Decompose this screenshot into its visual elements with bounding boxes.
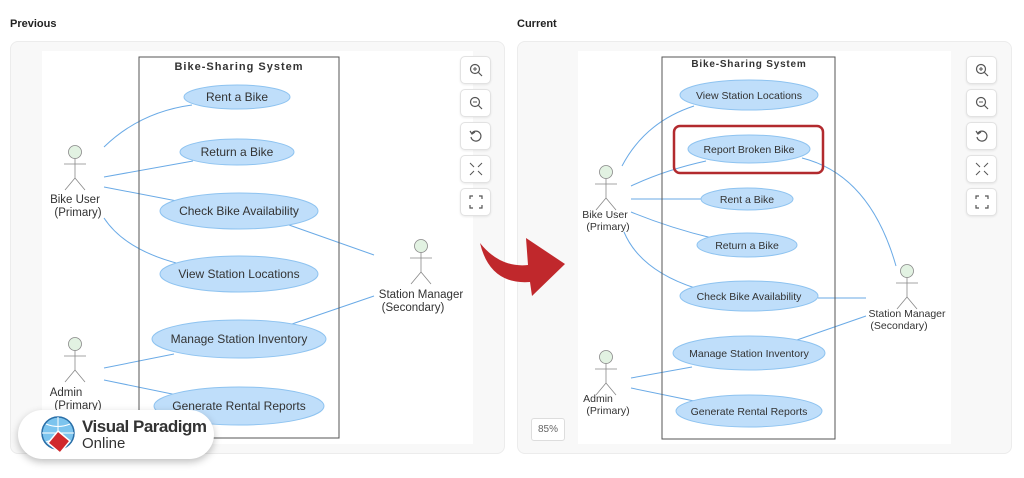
svg-text:Report Broken Bike: Report Broken Bike <box>703 144 794 156</box>
svg-text:Generate Rental Reports: Generate Rental Reports <box>691 406 808 418</box>
svg-text:Manage Station Inventory: Manage Station Inventory <box>171 332 308 346</box>
association-line <box>630 160 707 187</box>
system-title: Bike-Sharing System <box>174 61 303 73</box>
previous-canvas <box>42 51 473 444</box>
visual-paradigm-logo: Visual Paradigm Online <box>18 410 214 459</box>
actor-station-manager[interactable]: Station Manager(Secondary) <box>868 264 946 333</box>
actor-station-manager[interactable]: Station Manager(Secondary) <box>379 239 464 315</box>
reset-icon <box>469 130 482 142</box>
svg-text:Station Manager: Station Manager <box>379 289 464 301</box>
fit-button[interactable] <box>460 155 491 183</box>
association-line <box>103 379 178 396</box>
use-case[interactable]: Check Bike Availability <box>159 192 319 230</box>
svg-text:View Station Locations: View Station Locations <box>178 267 299 281</box>
association-line <box>801 157 897 267</box>
svg-text:Generate Rental Reports: Generate Rental Reports <box>172 399 305 413</box>
svg-text:Check Bike Availability: Check Bike Availability <box>697 291 803 303</box>
zoom-out-icon <box>975 96 988 110</box>
use-case[interactable]: Return a Bike <box>696 232 798 258</box>
reset-button[interactable] <box>460 122 491 150</box>
svg-text:Return a Bike: Return a Bike <box>715 240 779 252</box>
zoom-out-button[interactable] <box>966 89 997 117</box>
svg-text:View Station Locations: View Station Locations <box>696 90 802 102</box>
use-case[interactable]: Manage Station Inventory <box>151 319 327 359</box>
reset-icon <box>975 130 988 142</box>
svg-text:Bike User: Bike User <box>582 209 628 221</box>
system-title: Bike-Sharing System <box>691 59 806 70</box>
globe-logo-icon <box>41 416 75 455</box>
association-line <box>630 211 713 239</box>
fullscreen-button[interactable] <box>460 188 491 216</box>
fit-icon <box>469 162 482 176</box>
svg-text:(Primary): (Primary) <box>54 207 101 219</box>
association-line <box>103 104 193 148</box>
use-case[interactable]: Check Bike Availability <box>679 280 819 312</box>
svg-text:Manage Station Inventory: Manage Station Inventory <box>689 348 809 360</box>
use-case[interactable]: Rent a Bike <box>700 187 794 211</box>
use-case[interactable]: Manage Station Inventory <box>672 335 826 371</box>
system-boundary <box>661 56 836 440</box>
association-line <box>793 315 867 342</box>
use-case[interactable]: Return a Bike <box>179 138 295 166</box>
fit-icon <box>975 162 988 176</box>
association-line <box>623 231 696 289</box>
use-case[interactable]: View Station Locations <box>679 79 819 111</box>
svg-text:Station Manager: Station Manager <box>868 308 946 320</box>
svg-text:(Secondary): (Secondary) <box>382 302 445 314</box>
fit-button[interactable] <box>966 155 997 183</box>
red-arrow-icon <box>480 238 565 296</box>
zoom-in-button[interactable] <box>966 56 997 84</box>
zoom-level-badge: 85% <box>531 418 565 441</box>
zoom-out-icon <box>469 96 482 110</box>
use-case-report-broken-bike[interactable]: Report Broken Bike <box>687 134 811 164</box>
zoom-in-icon <box>469 63 482 77</box>
fullscreen-button[interactable] <box>966 188 997 216</box>
current-heading: Current <box>517 18 557 30</box>
zoom-in-icon <box>975 63 988 77</box>
svg-text:Return a Bike: Return a Bike <box>201 145 274 159</box>
svg-text:(Primary): (Primary) <box>586 405 629 417</box>
use-case[interactable]: Generate Rental Reports <box>675 394 823 428</box>
previous-heading: Previous <box>10 18 57 30</box>
svg-text:Admin: Admin <box>583 393 613 405</box>
reset-button[interactable] <box>966 122 997 150</box>
fullscreen-icon <box>974 195 989 209</box>
association-line <box>103 186 178 202</box>
actor-bike-user[interactable]: Bike User(Primary) <box>50 145 102 220</box>
svg-text:Check Bike Availability: Check Bike Availability <box>179 204 299 218</box>
svg-text:Admin: Admin <box>50 387 83 399</box>
svg-text:(Primary): (Primary) <box>586 221 629 233</box>
association-line <box>103 217 181 265</box>
logo-text-line2: Online <box>82 435 126 452</box>
svg-text:Rent a Bike: Rent a Bike <box>720 194 774 206</box>
use-case[interactable]: Rent a Bike <box>183 84 291 110</box>
svg-text:(Primary): (Primary) <box>54 400 101 412</box>
svg-text:Bike User: Bike User <box>50 194 100 206</box>
highlight-box <box>672 124 825 175</box>
association-line <box>103 160 194 178</box>
actor-admin[interactable]: Admin(Primary) <box>50 337 102 413</box>
actor-bike-user[interactable]: Bike User(Primary) <box>582 165 630 234</box>
logo-text-line1: Visual Paradigm <box>82 417 207 436</box>
association-line <box>288 224 375 256</box>
association-line <box>621 105 695 167</box>
zoom-out-button[interactable] <box>460 89 491 117</box>
svg-text:(Secondary): (Secondary) <box>870 320 927 332</box>
fullscreen-icon <box>468 195 483 209</box>
association-line <box>291 295 375 325</box>
use-case[interactable]: View Station Locations <box>159 255 319 293</box>
actor-admin[interactable]: Admin(Primary) <box>583 350 630 418</box>
current-diagram <box>621 105 897 402</box>
zoom-in-button[interactable] <box>460 56 491 84</box>
svg-text:Rent a Bike: Rent a Bike <box>206 90 268 104</box>
system-boundary <box>138 56 340 439</box>
